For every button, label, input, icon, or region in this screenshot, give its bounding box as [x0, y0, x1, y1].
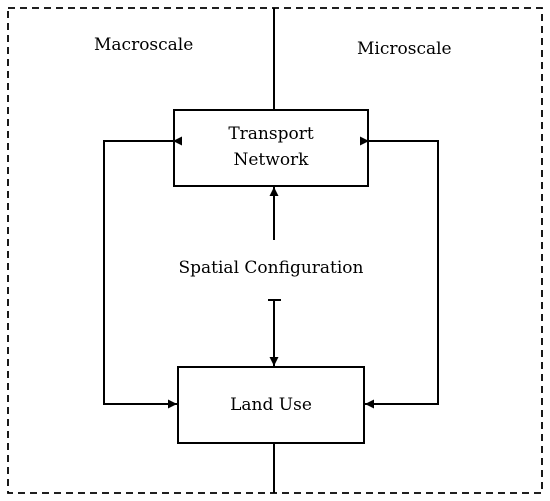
microscale-label: Microscale	[357, 39, 452, 59]
transport-network-box	[173, 109, 369, 187]
transport-network-label-line1: Transport	[228, 124, 314, 144]
transport-network-label-line2: Network	[234, 150, 310, 170]
right-feedback-loop	[360, 136, 439, 409]
land-use-label: Land Use	[230, 395, 312, 415]
macroscale-label: Macroscale	[94, 35, 193, 55]
land-use-box	[177, 366, 365, 444]
left-feedback-loop	[103, 136, 182, 409]
spatial-configuration-label: Spatial Configuration	[179, 258, 364, 278]
